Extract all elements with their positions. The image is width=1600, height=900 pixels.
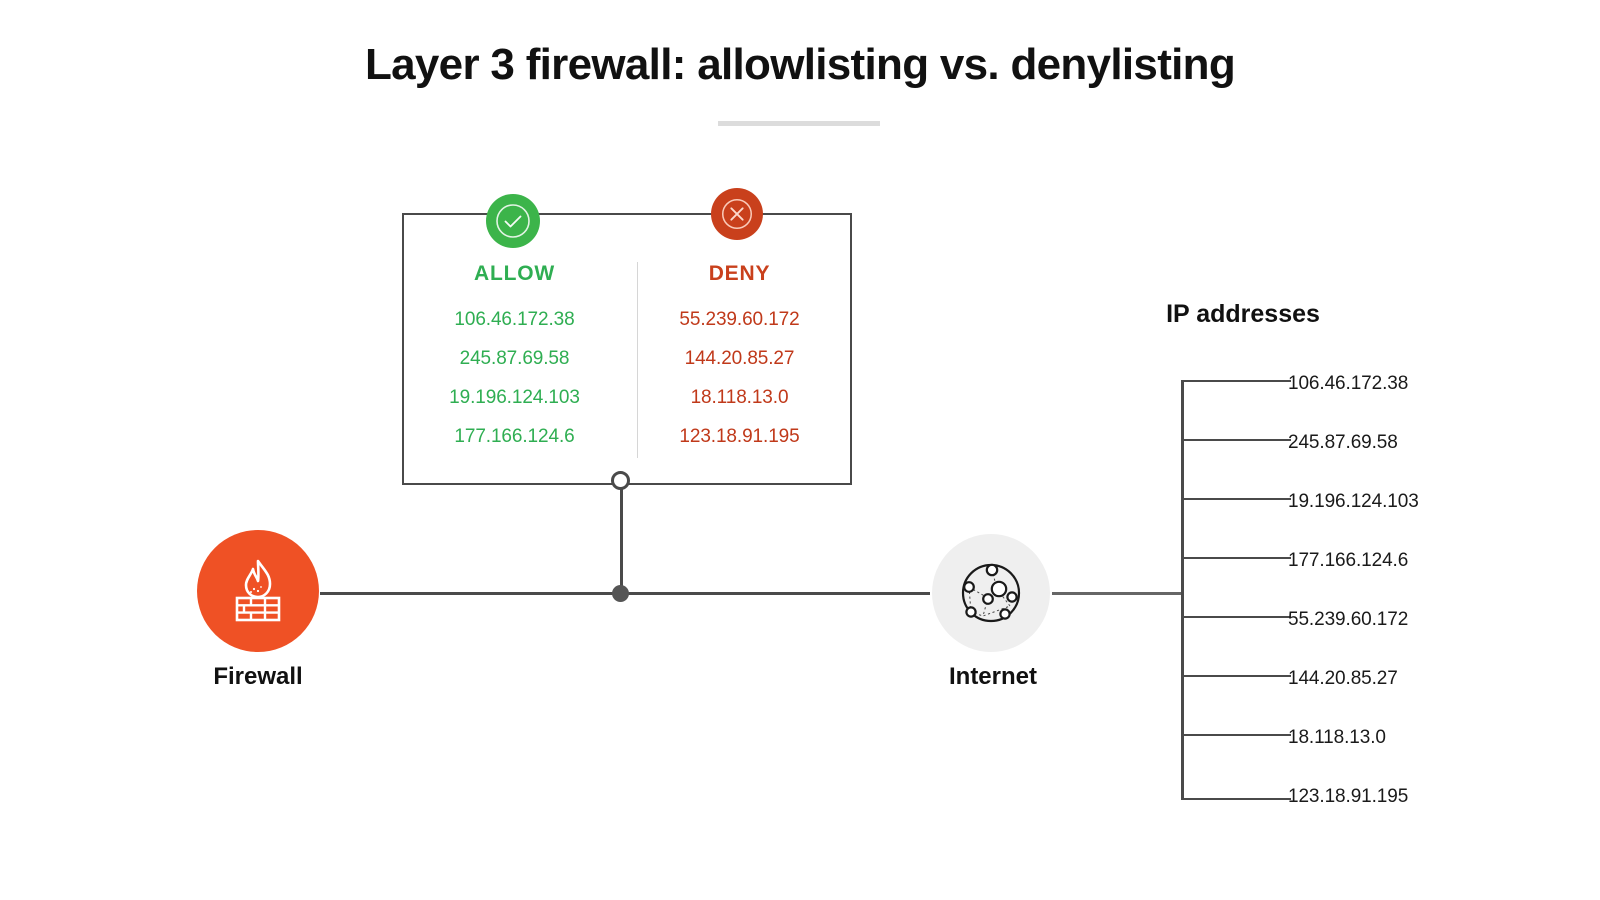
allow-ip: 177.166.124.6: [454, 426, 575, 447]
deny-ip: 144.20.85.27: [684, 348, 795, 369]
ip-list-item: 245.87.69.58: [1288, 432, 1398, 453]
deny-ip: 55.239.60.172: [679, 309, 800, 330]
allow-ip: 106.46.172.38: [454, 309, 575, 330]
deny-ip: 123.18.91.195: [679, 426, 800, 447]
allow-ip: 245.87.69.58: [459, 348, 570, 369]
ip-tree-tick: [1181, 557, 1291, 559]
connector-line-internet-iplist: [1052, 592, 1183, 595]
allow-column: ALLOW 106.46.172.38 245.87.69.58 19.196.…: [402, 262, 627, 456]
ip-addresses-heading: IP addresses: [1166, 300, 1320, 328]
ip-list-item: 18.118.13.0: [1288, 727, 1386, 748]
allow-ip: 19.196.124.103: [449, 387, 580, 408]
deny-column: DENY 55.239.60.172 144.20.85.27 18.118.1…: [627, 262, 852, 456]
allow-heading: ALLOW: [474, 262, 555, 285]
deny-heading: DENY: [708, 262, 771, 285]
firewall-label: Firewall: [213, 663, 303, 690]
ip-tree-tick: [1181, 498, 1291, 500]
connector-node-solid: [612, 585, 629, 602]
ip-list-item: 144.20.85.27: [1288, 668, 1398, 689]
x-circle-icon: [711, 188, 763, 240]
ip-tree-tick: [1181, 798, 1291, 800]
deny-ip: 18.118.13.0: [690, 387, 789, 408]
internet-label: Internet: [948, 663, 1037, 690]
network-globe-icon: [932, 534, 1050, 652]
ip-list-item: 106.46.172.38: [1288, 373, 1409, 394]
title-divider: [718, 121, 880, 126]
ip-tree-spine: [1181, 380, 1184, 800]
ip-list-item: 123.18.91.195: [1288, 786, 1409, 807]
ip-list-item: 177.166.124.6: [1288, 550, 1409, 571]
ip-list-item: 19.196.124.103: [1288, 491, 1419, 512]
firewall-flame-brick-icon: [197, 530, 319, 652]
page-title: Layer 3 firewall: allowlisting vs. denyl…: [364, 40, 1236, 89]
column-divider: [637, 262, 638, 458]
connector-line-rulebox: [620, 480, 623, 594]
ip-tree-tick: [1181, 439, 1291, 441]
ip-tree-tick: [1181, 734, 1291, 736]
check-circle-icon: [486, 194, 540, 248]
connector-node-hollow: [611, 471, 630, 490]
ip-tree-tick: [1181, 616, 1291, 618]
ip-tree-tick: [1181, 380, 1291, 382]
firewall-rule-box: [402, 213, 852, 485]
ip-tree-tick: [1181, 675, 1291, 677]
ip-list-item: 55.239.60.172: [1288, 609, 1409, 630]
